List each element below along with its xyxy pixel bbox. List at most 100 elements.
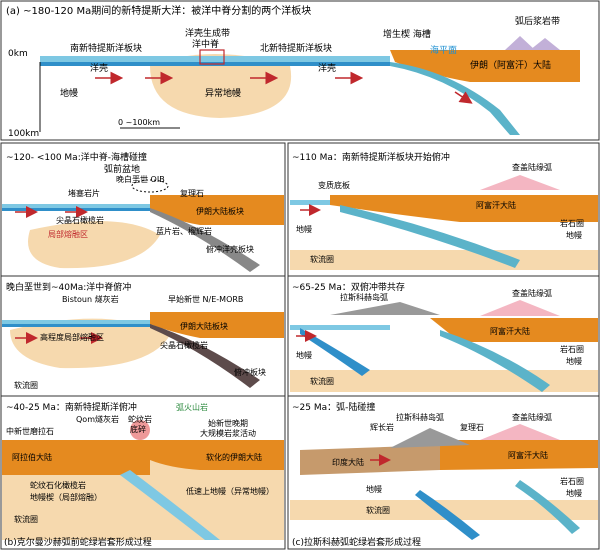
caption-c: (c)拉斯科赫弧蛇绿岩套形成过程 [292,536,421,548]
c3-arc [480,424,560,440]
label-arc-ridge: 洋壳生成带 [185,27,230,39]
c2-arc-label: 查盖陆缘弧 [512,288,552,298]
panel-c1: ~110 Ma：南新特提斯洋板块开始俯冲 变质底板 查盖陆缘弧 阿富汗大陆 地幔… [290,151,598,270]
b2-asthenosphere: 软流圈 [14,380,38,390]
c3-mantle: 地幔 [366,484,382,494]
b3-magma: 大规模岩浆活动 [200,428,256,438]
c1-litho2: 地幔 [566,230,582,240]
c2-arc [480,300,560,316]
b3-title: ~40-25 Ma：南新特提斯洋俯冲 [6,401,137,413]
b2-ocean [2,320,152,324]
column-b: ~120- <100 Ma:洋中脊-海槽碰撞 弧前盆地 晚白垩世 OIB 堵塞岩… [0,142,286,550]
c3-asthenosphere: 软流圈 [366,505,390,515]
label-arc-belt: 弧后浆岩带 [515,15,560,27]
label-anomalous: 异常地幔 [205,87,241,99]
b1-melt: 局部熔融区 [48,229,88,239]
label-oc-left: 洋壳 [90,62,108,74]
b3-molasse: 中新世磨拉石 [6,426,54,436]
b3-eocene: 始新世晚期 [208,418,248,428]
c1-title: ~110 Ma：南新特提斯洋板块开始俯冲 [292,151,450,163]
c2-title: ~65-25 Ma：双俯冲带共存 [292,281,405,293]
b3-base: 底碎 [130,424,146,434]
panel-a: (a) ~180-120 Ma期间的新特提斯大洋：被洋中脊分割的两个洋板块 洋壳… [0,0,600,141]
anomalous-mantle [150,54,292,118]
c3-ras-koh [390,428,470,448]
c3-title: ~25 Ma：弧-陆碰撞 [292,401,375,413]
c3-litho: 岩石圈 [560,476,584,486]
b3-asthenosphere: 软流圈 [14,514,38,524]
b2-spinel: 尖晶石橄榄岩 [160,340,208,350]
c3-slab-1 [415,490,480,540]
c2-ras-koh-label: 拉斯科赫岛弧 [340,292,388,302]
c3-litho2: 地幔 [566,488,582,498]
c3-afghan [440,440,598,470]
ocean-water [40,56,390,62]
b3-arc-volcanics: 弧火山岩 [176,402,208,412]
b1-slab-label: 俯冲洋壳板块 [206,244,254,254]
b3-arabia [2,440,150,475]
c1-arc [480,175,560,190]
b1-serpentine: 复理石 [180,188,204,198]
label-accretion: 增生楔 海槽 [383,28,431,40]
c2-ras-koh [330,302,440,315]
b1-oib: 晚白垩世 OIB [116,174,165,184]
b3-mantle-wedge: 地幔楔（局部熔融） [30,492,102,502]
c1-asthenosphere: 软流圈 [310,254,334,264]
label-oc-right: 洋壳 [318,62,336,74]
c1-meta: 变质底板 [318,180,350,190]
b1-fore-rocks: 堵塞岩片 [68,188,100,198]
b3-ophiolite: 蛇纹岩 [128,414,152,424]
label-block: 伊朗（阿富汗）大陆 [470,59,551,71]
panel-a-title: (a) ~180-120 Ma期间的新特提斯大洋：被洋中脊分割的两个洋板块 [6,4,311,17]
c1-afghan-label: 阿富汗大陆 [476,200,516,210]
b3-arc-volcano [130,420,150,440]
c3-india-label: 印度大陆 [332,457,364,467]
b3-slab [120,470,220,540]
panel-b1: ~120- <100 Ma:洋中脊-海槽碰撞 弧前盆地 晚白垩世 OIB 堵塞岩… [2,151,284,272]
b1-plate-label: 伊朗大陆板块 [196,206,244,216]
b3-serp-wedge: 蛇纹石化橄榄岩 [30,480,86,490]
b2-mantle-dome [10,318,170,369]
b1-forearc: 弧前盆地 [104,163,140,175]
b2-title: 晚白垩世到~40Ma:洋中脊俯冲 [6,281,131,293]
c2-afghan-label: 阿富汗大陆 [490,326,530,336]
b1-forearc-basin [131,179,169,193]
c3-serpentine: 复理石 [460,422,484,432]
c2-asthenosphere: 软流圈 [310,376,334,386]
label-mantle: 地幔 [60,87,78,99]
panel-c2: ~65-25 Ma：双俯冲带共存 拉斯科赫岛弧 查盖陆缘弧 阿富汗大陆 地幔 岩… [290,281,598,392]
c2-asthenosphere-band [290,370,598,392]
panel-b3: ~40-25 Ma：南新特提斯洋俯冲 弧火山岩 中新世磨拉石 Qom燧灰岩 蛇纹… [2,401,284,548]
arrow-a5 [454,91,473,104]
b1-slab [150,208,260,272]
c2-afghan [430,318,598,342]
b2-bistoun: Bistoun 燧灰岩 [62,294,119,304]
b3-low-vel: 低速上地幔（异常地幔） [186,486,274,496]
label-sea-level: 海平面 [430,44,457,56]
b2-morb: 早始新世 N/E-MORB [168,294,243,304]
c2-slab-1 [300,328,370,376]
c3-ras-koh-label: 拉斯科赫岛弧 [396,412,444,422]
label-mor: 洋中脊 [192,38,219,50]
b1-blueschist: 蓝片岩、榴辉岩 [156,226,212,236]
label-n-plate: 北新特提斯洋板块 [260,42,332,54]
c3-arc-label: 查盖陆缘弧 [512,412,552,422]
mor-box [199,49,225,65]
label-scale: 0 ~100km [118,118,160,127]
panel-b2: 晚白垩世到~40Ma:洋中脊俯冲 Bistoun 燧灰岩 早始新世 N/E-MO… [2,281,284,390]
c3-slab-2 [515,480,580,534]
c1-afghan [330,195,598,222]
subducting-slab [390,62,520,135]
b3-soft-iran: 软化的伊朗大陆 [206,452,262,462]
c1-litho: 岩石圈 [560,218,584,228]
b1-plate [150,195,284,225]
column-c: ~110 Ma：南新特提斯洋板块开始俯冲 变质底板 查盖陆缘弧 阿富汗大陆 地幔… [287,142,600,550]
c1-asthenosphere-band [290,250,598,270]
c1-arc-label: 查盖陆缘弧 [512,162,552,172]
c3-afghan-label: 阿富汗大陆 [508,450,548,460]
b2-plate-label: 伊朗大陆板块 [180,321,228,331]
b1-ocean [2,204,152,208]
b2-crust [2,324,152,327]
c1-mantle: 地幔 [296,224,312,234]
